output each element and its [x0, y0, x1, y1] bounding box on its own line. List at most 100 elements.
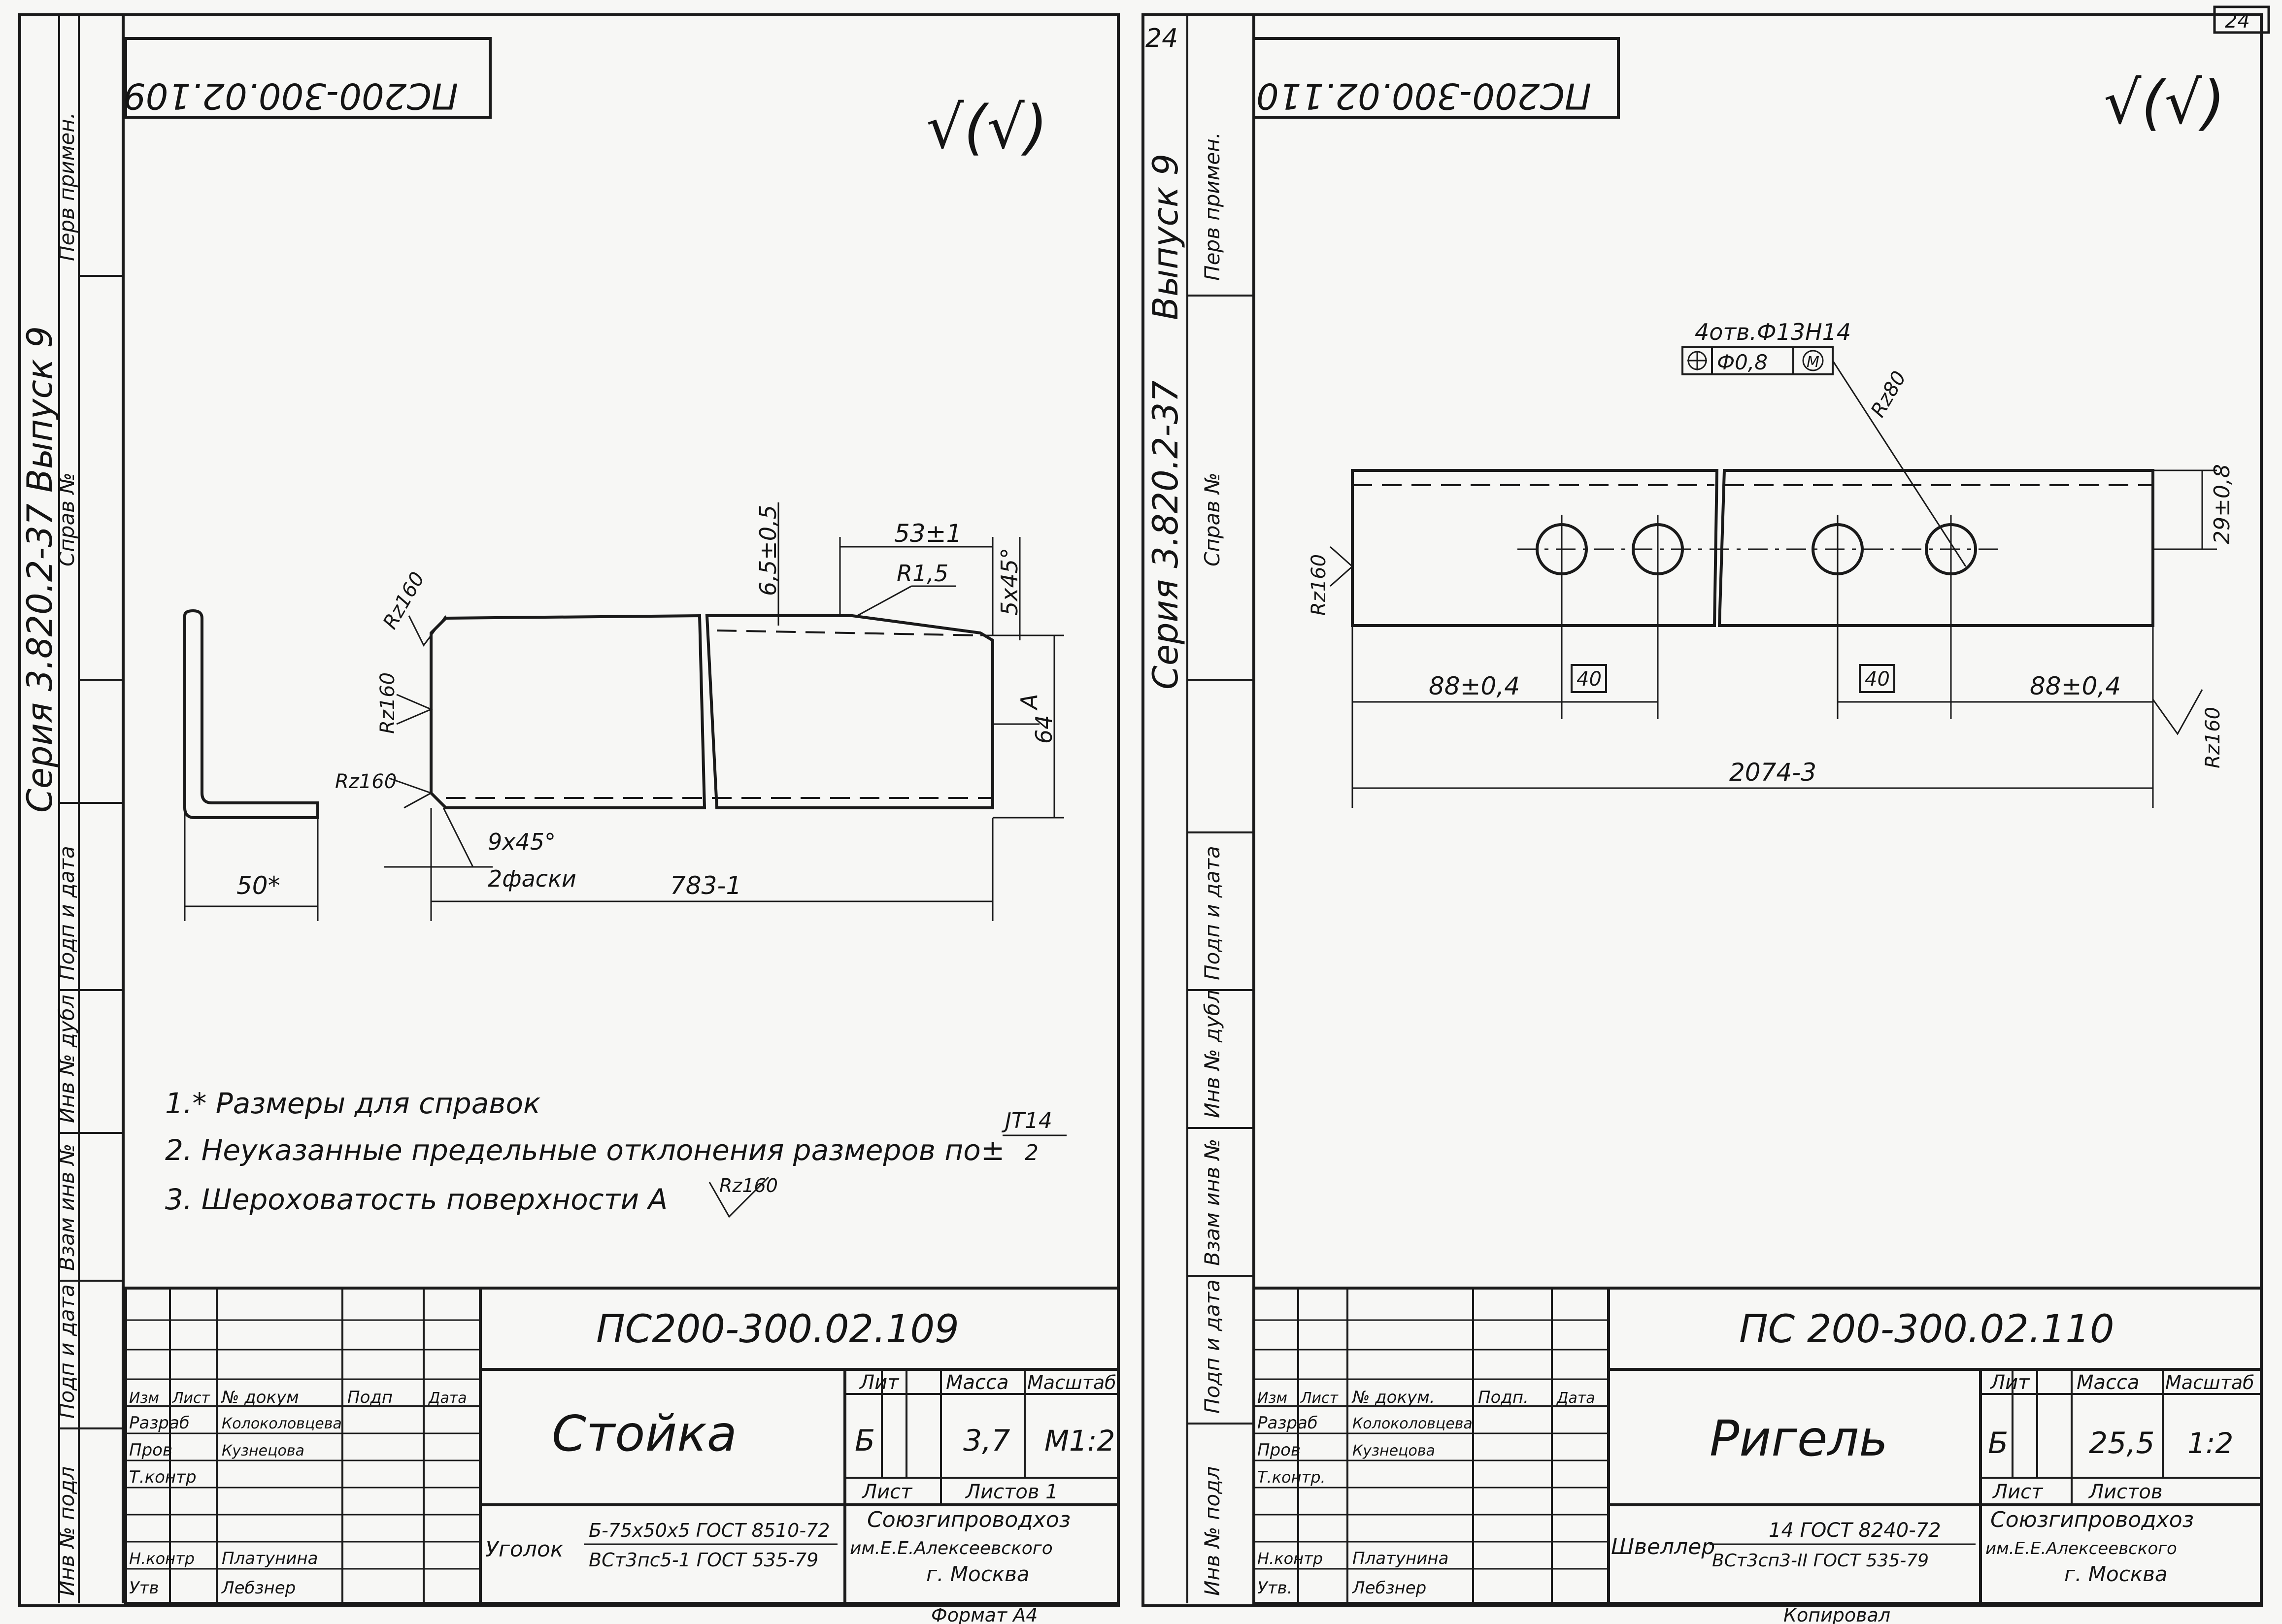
right-roughness-mark: √(√) — [2104, 69, 2225, 137]
right-tb-h-massa: Масса — [2077, 1371, 2140, 1394]
rz160-2: Rz160 — [376, 672, 399, 734]
note-2: 2. Неуказанные предельные отклонения раз… — [165, 1133, 1005, 1167]
left-tb-r1c0: Разраб — [129, 1413, 190, 1433]
left-tb-masshtab: М1:2 — [1044, 1424, 1115, 1458]
right-tb-lit: Б — [1988, 1426, 2008, 1460]
stoyka-plan-left — [430, 614, 706, 809]
left-tb-r2c0: Пров — [129, 1440, 172, 1460]
right-side-podp-data-2: Подп и дата — [1200, 1279, 1224, 1414]
left-sheet: Выпуск 9 Серия 3.820.2-37 Перв примен. С… — [18, 13, 1120, 1624]
right-top-code: ПС200-300.02.110 — [1256, 75, 1591, 117]
dim-88-right: 88±0,4 — [2030, 672, 2121, 700]
tol-m: М — [1807, 354, 1819, 371]
rz-right: Rz160 — [2202, 707, 2224, 768]
left-tb-material-top: Б-75х50х5 ГОСТ 8510-72 — [589, 1520, 830, 1541]
sheet-number-box — [2213, 5, 2270, 34]
left-tb-lit: Б — [855, 1424, 875, 1458]
left-tb-r0c4: Дата — [428, 1390, 467, 1407]
note-2-fraction-bottom: 2 — [1025, 1140, 1039, 1165]
left-tb-r0c3: Подп — [347, 1388, 393, 1407]
left-side-podp-data-2: Подп и дата — [55, 1284, 79, 1419]
left-tb-r1c1: Колоколовцева — [222, 1415, 342, 1432]
left-tb-r0c1: Лист — [172, 1390, 211, 1407]
left-tb-r5c1: Платунина — [222, 1549, 318, 1568]
rz-left: Rz160 — [1308, 554, 1330, 616]
right-side-inv-podl: Инв № подл — [1200, 1466, 1224, 1596]
right-side-vypusk: Выпуск 9 — [1145, 154, 1186, 320]
left-side-inv-dubl: Инв № дубл — [55, 994, 79, 1123]
right-side-seriya: Серия 3.820.2-37 — [1145, 380, 1186, 690]
right-tb-r3c0: Т.контр. — [1257, 1468, 1326, 1487]
right-sheet: 24 Выпуск 9 Серия 3.820.2-37 Перв примен… — [1141, 13, 2263, 1624]
dim-29: 29±0,8 — [2210, 464, 2235, 544]
right-side-perv-primen: Перв примен. — [1200, 132, 1224, 281]
left-tb-h-massa: Масса — [946, 1371, 1009, 1394]
right-tb-r0c1: Лист — [1300, 1390, 1339, 1407]
right-tb-r5c0: Н.контр — [1257, 1549, 1323, 1568]
dim-64: 64 — [1031, 715, 1057, 744]
dim-53: 53±1 — [894, 519, 962, 548]
left-tb-r2c1: Кузнецова — [222, 1442, 304, 1459]
note-3-rz: Rz160 — [719, 1175, 778, 1196]
left-side-vzam-inv: Взам инв № — [55, 1144, 79, 1271]
left-tb-r3c0: Т.контр — [129, 1467, 197, 1487]
left-tb-r0c2: № докум — [221, 1388, 299, 1407]
right-tb-r1c1: Колоколовцева — [1352, 1415, 1473, 1432]
right-tb-code: ПС 200-300.02.110 — [1739, 1307, 2114, 1352]
right-side-inv-dubl: Инв № дубл — [1200, 990, 1224, 1118]
left-side-vypusk: Выпуск 9 — [20, 326, 60, 493]
left-tb-massa: 3,7 — [963, 1424, 1010, 1458]
right-side-vzam-inv: Взам инв № — [1200, 1139, 1224, 1266]
left-tb-org-2: им.Е.Е.Алексеевского — [850, 1538, 1053, 1558]
left-side-seriya: Серия 3.820.2-37 — [20, 503, 60, 813]
left-tb-r5c0: Н.контр — [129, 1549, 195, 1568]
left-tb-material-bottom: ВСт3пс5-1 ГОСТ 535-79 — [589, 1549, 818, 1571]
right-tb-h-list: Лист — [1992, 1481, 2044, 1503]
left-tb-h-list: Лист — [861, 1481, 913, 1503]
left-tb-h-listov: Листов 1 — [965, 1481, 1058, 1503]
dim-2faski: 2фаски — [488, 865, 576, 892]
right-tb-r2c0: Пров — [1257, 1440, 1301, 1460]
holes-spec: 4отв.Ф13Н14 — [1695, 319, 1851, 345]
angle-profile — [183, 609, 319, 819]
right-tb-r1c0: Разраб — [1257, 1413, 1318, 1433]
left-top-code: ПС200-300.02.109 — [123, 75, 458, 117]
left-side-sprav-no: Справ № — [55, 472, 79, 566]
right-tb-material-label: Швеллер — [1611, 1534, 1715, 1559]
rz160-3: Rz160 — [335, 770, 397, 793]
right-tb-format: Копировал — [1783, 1604, 1890, 1624]
dim-2074: 2074-3 — [1729, 758, 1816, 787]
dim-r1-5: R1,5 — [897, 560, 948, 587]
stoyka-plan-right — [705, 614, 994, 809]
right-tb-h-masshtab: Масштаб — [2165, 1372, 2254, 1393]
right-tb-material-top: 14 ГОСТ 8240-72 — [1769, 1519, 1941, 1542]
right-tb-r6c1: Лебзнер — [1351, 1578, 1426, 1598]
left-tb-format: Формат А4 — [931, 1604, 1038, 1624]
right-tb-masshtab: 1:2 — [2187, 1426, 2233, 1460]
dim-783: 783-1 — [670, 871, 741, 900]
right-top-code-box — [1252, 37, 1620, 119]
rz80: Rz80 — [1867, 367, 1911, 421]
right-tb-org-1: Союзгипроводхоз — [1990, 1507, 2194, 1532]
right-tb-name: Ригель — [1710, 1410, 1888, 1467]
left-tb-name: Стойка — [552, 1405, 737, 1462]
dim-5x45: 5x45° — [996, 548, 1023, 616]
right-side-podp-data-1: Подп и дата — [1200, 846, 1224, 980]
note-2-fraction-top: JT14 — [1001, 1108, 1052, 1133]
left-frame — [18, 13, 1120, 1607]
right-tb-org-2: им.Е.Е.Алексеевского — [1985, 1539, 2177, 1558]
right-tb-org-3: г. Москва — [2064, 1562, 2168, 1586]
dim-9x45: 9x45° — [488, 829, 556, 855]
left-tb-org-3: г. Москва — [926, 1562, 1030, 1586]
right-tb-r5c1: Платунина — [1352, 1549, 1448, 1568]
left-tb-h-lit: Лит — [859, 1371, 900, 1394]
dim-40-right: 40 — [1865, 668, 1890, 691]
left-tb-h-masshtab: Масштаб — [1027, 1372, 1116, 1393]
left-top-code-box — [124, 37, 492, 119]
right-tb-r0c0: Изм — [1257, 1390, 1287, 1407]
dim-88-left: 88±0,4 — [1429, 672, 1520, 700]
left-side-inv-podl: Инв № подл — [55, 1466, 79, 1596]
left-tb-org-1: Союзгипроводхоз — [867, 1507, 1071, 1532]
sheet-number: 24 — [2225, 10, 2250, 33]
dim-6-5: 6,5±0,5 — [755, 505, 781, 596]
